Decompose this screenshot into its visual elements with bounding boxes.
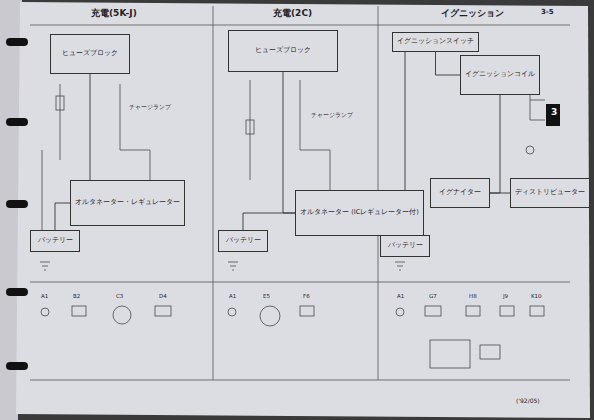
wire (490, 95, 500, 193)
component-box: ディストリビューター (510, 178, 590, 208)
component-box: オルタネーター・レギュレーター (70, 180, 185, 226)
component-box: ヒューズブロック (228, 30, 338, 72)
callout-code: K10 (530, 293, 543, 299)
component-name: バッテリー (38, 237, 73, 244)
callout-code: E5 (262, 293, 271, 299)
component-name: イグナイター (439, 189, 481, 196)
callout-code: F6 (302, 293, 311, 299)
wire (55, 203, 70, 230)
component-box: ヒューズブロック (50, 34, 130, 74)
component-box: イグニッションコイル (460, 55, 540, 95)
component-box: バッテリー (218, 230, 268, 252)
component-name: バッテリー (388, 242, 423, 249)
tab-number: 3 (550, 108, 558, 118)
callout-code: A1 (396, 293, 405, 299)
component-name: オルタネーター・レギュレーター (75, 199, 180, 206)
section-heading: 充電(5K-J) (90, 9, 138, 19)
component-box: イグニッションスイッチ (392, 32, 479, 52)
callout-code: H8 (468, 293, 478, 299)
component-box: バッテリー (380, 235, 430, 257)
component-name: ヒューズブロック (62, 50, 118, 57)
component-box: オルタネーター (ICレギュレーター付) (295, 190, 424, 236)
callout-code: 3-5 (540, 9, 555, 17)
callout-code: A1 (40, 293, 49, 299)
callout-code: チャージランプ (310, 112, 354, 119)
wire (490, 193, 510, 194)
callout-code: G7 (428, 293, 438, 299)
component-box: イグナイター (430, 178, 490, 208)
wire (243, 213, 295, 230)
component-name: ディストリビューター (515, 189, 585, 196)
component-box: バッテリー (30, 230, 80, 252)
callout-code: チャージランプ (128, 104, 172, 111)
wire (436, 52, 461, 75)
callout-code: A1 (228, 293, 237, 299)
callout-code: C3 (115, 293, 124, 299)
component-name: イグニッションコイル (465, 71, 535, 78)
section-heading: 充電(2C) (272, 9, 313, 19)
section-heading: イグニッション (440, 9, 505, 19)
component-name: イグニッションスイッチ (397, 38, 474, 45)
component-name: ヒューズブロック (255, 47, 311, 54)
callout-code: J9 (502, 293, 509, 299)
component-name: バッテリー (226, 237, 261, 244)
wire (90, 74, 91, 180)
component-name: オルタネーター (ICレギュレーター付) (300, 209, 419, 216)
callout-code: ('92/05) (515, 398, 541, 405)
callout-code: B2 (72, 293, 81, 299)
callout-code: D4 (158, 293, 168, 299)
wire (283, 72, 295, 213)
